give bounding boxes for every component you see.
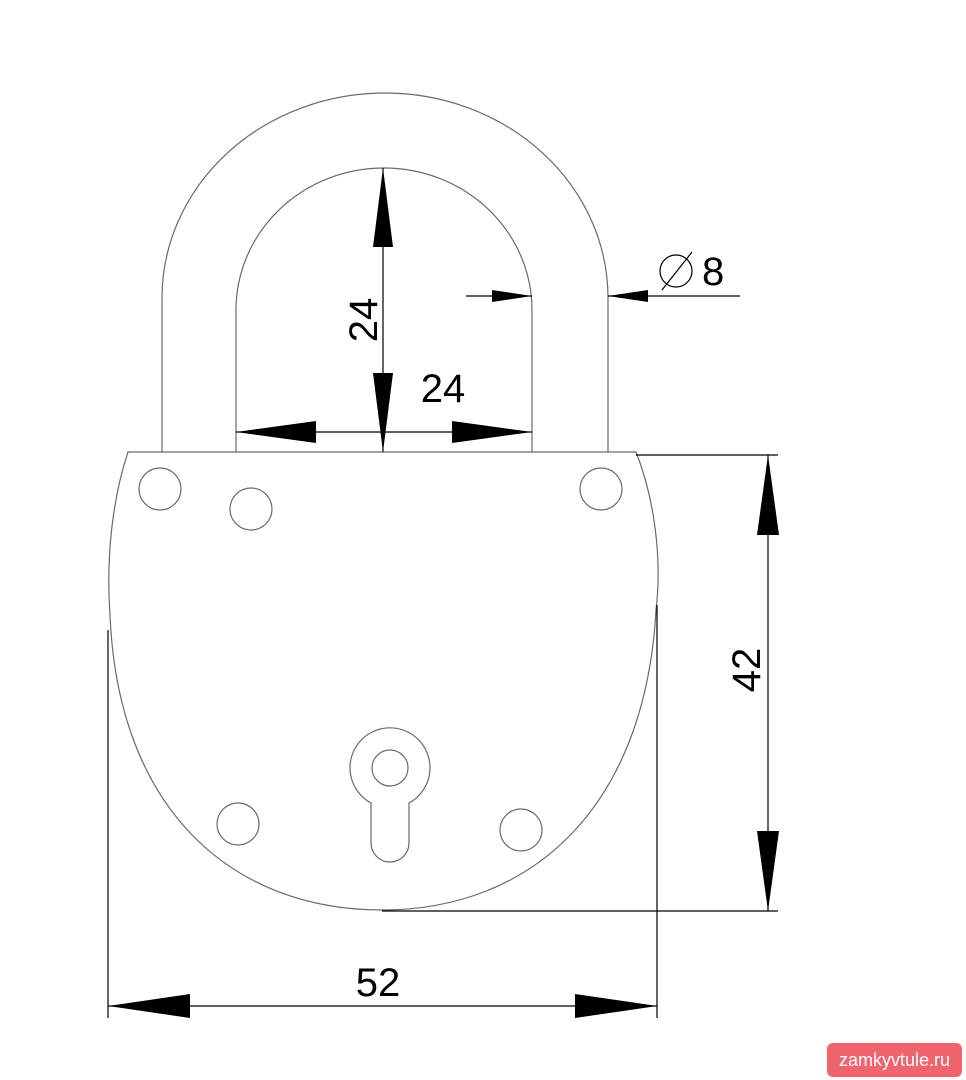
dimension-label-shackle-height: 24 — [342, 298, 386, 343]
keyhole — [349, 727, 431, 863]
diameter-symbol-icon — [659, 251, 693, 291]
dimension-label-shackle-width: 24 — [421, 367, 466, 411]
keyhole-outline — [349, 727, 431, 863]
arrow-down — [757, 831, 779, 911]
dimension-label-shackle-diameter: 8 — [702, 250, 724, 294]
dimension-label-body-width: 52 — [356, 961, 401, 1005]
dimension-body-width: 52 — [107, 605, 658, 1018]
arrow-down — [373, 373, 393, 452]
shackle — [161, 92, 609, 452]
arrow-right — [575, 994, 657, 1018]
dimension-shackle-height: 24 — [342, 168, 393, 452]
shackle-inner-outline — [235, 167, 533, 452]
arrow-left — [236, 421, 316, 443]
lock-body-outline — [108, 451, 659, 911]
dimension-shackle-width: 24 — [236, 367, 532, 443]
shackle-outer-outline — [161, 92, 609, 452]
arrow-left — [108, 994, 190, 1018]
diameter-arrow-right — [608, 290, 648, 302]
rivet-top-inner — [229, 487, 273, 531]
arrow-up — [757, 455, 779, 535]
rivet-top-left — [138, 467, 182, 511]
arrow-right — [452, 421, 532, 443]
rivet-bottom-left — [216, 802, 260, 846]
lock-body — [108, 451, 659, 911]
dimension-body-height: 42 — [382, 454, 779, 912]
rivet-top-right — [579, 467, 623, 511]
watermark-badge: zamkyvtule.ru — [826, 1043, 962, 1077]
arrow-up — [373, 168, 393, 247]
dimension-label-body-height: 42 — [725, 648, 769, 693]
rivet-bottom-right — [499, 808, 543, 852]
diameter-arrow-left — [492, 290, 532, 302]
dimension-shackle-diameter: 8 — [466, 250, 740, 302]
keyhole-inner-circle — [371, 749, 409, 787]
